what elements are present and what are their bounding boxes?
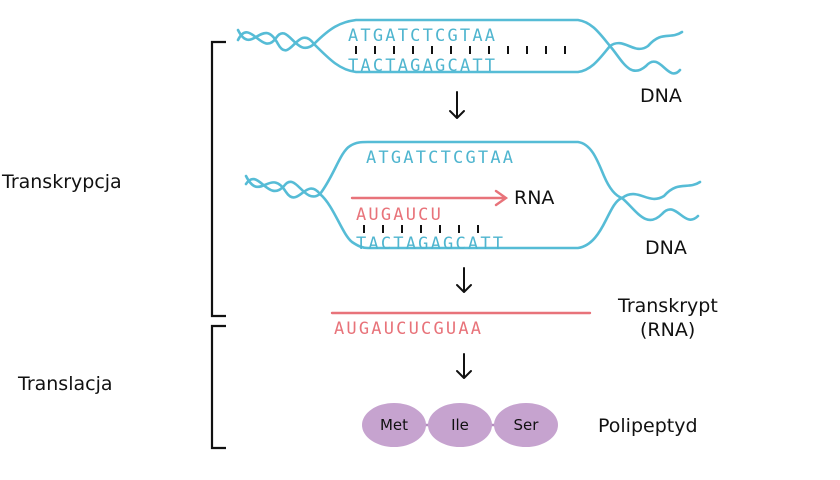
- transcription-label: Transkrypcja: [1, 171, 122, 193]
- dna-middle: ATGATCTCGTAA AUGAUCU RNA TACTAGAGCATT DN…: [244, 140, 702, 259]
- dna-middle-upper-strand: [318, 140, 624, 200]
- amino-acid-met-label: Met: [380, 416, 408, 434]
- dna-top-base-pairs: [355, 46, 566, 54]
- translation-bracket: [210, 324, 226, 450]
- polypeptide: Met Ile Ser Polipeptyd: [362, 403, 698, 447]
- dna-top-template-sequence: TACTAGAGCATT: [348, 56, 497, 76]
- translation-label: Translacja: [17, 373, 113, 395]
- rna-synthesis-arrow: [350, 189, 509, 207]
- transcription-bracket: [210, 40, 226, 318]
- dna-top-left-twist-2: [236, 28, 316, 52]
- dna-middle-right-twist-2: [620, 180, 702, 201]
- dna-middle-left-twist: [244, 177, 322, 198]
- transcript-label-line2: (RNA): [640, 319, 695, 341]
- dna-top-coding-sequence: ATGATCTCGTAA: [348, 26, 497, 46]
- dna-top-left-twist: [236, 31, 316, 50]
- dna-middle-left-twist-2: [244, 174, 322, 199]
- rna-growing-sequence: AUGAUCU: [356, 205, 443, 225]
- polypeptide-label: Polipeptyd: [598, 415, 698, 437]
- down-arrow-2: [456, 267, 472, 293]
- dna-middle-label: DNA: [645, 237, 687, 259]
- dna-top-lower-strand: [312, 42, 612, 74]
- amino-acid-ser: [494, 403, 558, 447]
- down-arrow-1: [449, 91, 465, 119]
- transcript: AUGAUCUCGUAA Transkrypt (RNA): [330, 295, 718, 341]
- amino-acid-met: [362, 403, 426, 447]
- dna-top-label: DNA: [640, 85, 682, 107]
- dna-top: ATGATCTCGTAA TACTAGAGCATT DNA: [236, 18, 684, 107]
- transcript-sequence: AUGAUCUCGUAA: [334, 319, 483, 339]
- dna-middle-right-twist: [620, 196, 700, 222]
- dna-top-right-twist-2: [608, 30, 684, 51]
- dna-top-upper-strand: [312, 18, 612, 48]
- dna-middle-coding-sequence: ATGATCTCGTAA: [366, 148, 515, 168]
- dna-middle-base-pairs: [363, 225, 479, 233]
- down-arrow-3: [456, 353, 472, 379]
- amino-acid-ser-label: Ser: [514, 416, 540, 434]
- rna-label: RNA: [514, 187, 554, 209]
- dna-middle-lower-strand: [318, 192, 624, 250]
- transcript-label-line1: Transkrypt: [617, 295, 718, 317]
- amino-acid-ile-label: Ile: [451, 416, 469, 434]
- amino-acid-ile: [428, 403, 492, 447]
- dna-top-right-twist: [608, 44, 682, 75]
- dna-middle-template-sequence: TACTAGAGCATT: [356, 234, 505, 254]
